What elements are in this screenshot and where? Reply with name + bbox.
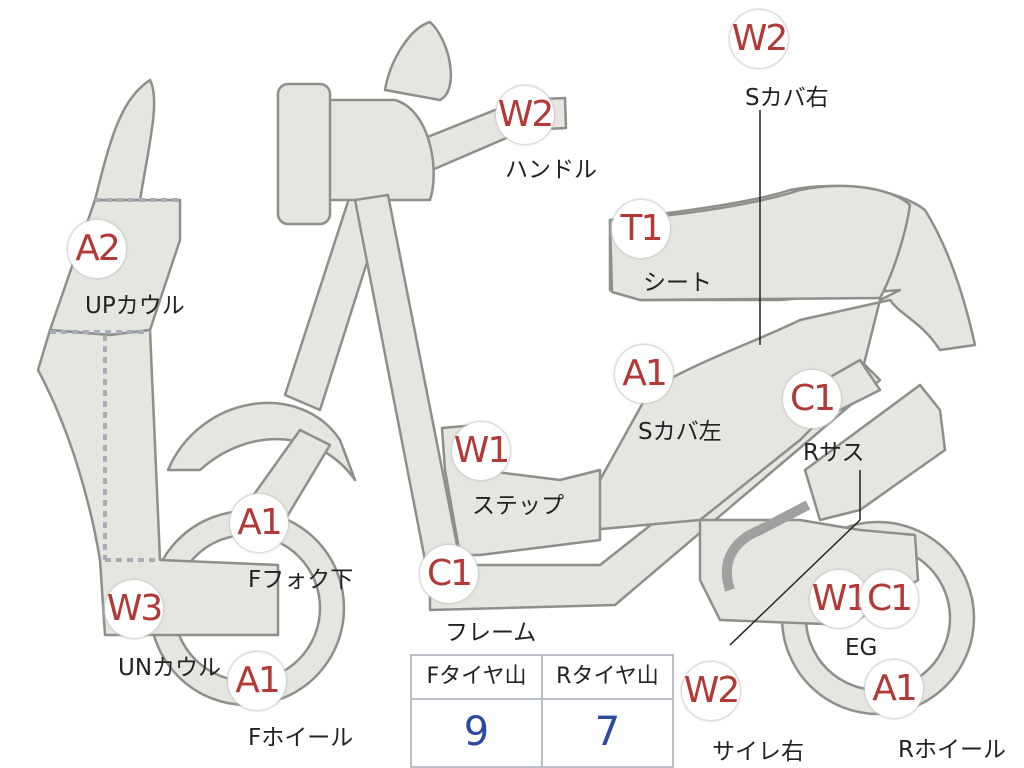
- r-suspension-label: Rサス: [803, 440, 865, 466]
- rear-tire-tread-value: 7: [594, 709, 621, 755]
- f-fork-lower-code-badge: A1: [230, 494, 288, 552]
- frame-downtube-shape: [353, 193, 462, 562]
- muffler-right-label: サイレ右: [712, 739, 804, 765]
- un-cowl-label: UNカウル: [118, 655, 222, 681]
- r-suspension-code-badge: C1: [783, 370, 841, 428]
- windscreen-shape: [383, 20, 453, 102]
- frame-label: フレーム: [445, 620, 537, 646]
- up-cowl-code-badge: A2: [68, 220, 126, 278]
- engine-code-badge-1: W1: [810, 570, 868, 628]
- seat-code-badge: T1: [612, 200, 670, 258]
- r-wheel-code-badge: A1: [865, 660, 923, 718]
- frame-code-badge: C1: [420, 545, 478, 603]
- up-cowl-label: UPカウル: [85, 293, 185, 319]
- step-code-badge: W1: [452, 422, 510, 480]
- f-wheel-label: Fホイール: [248, 725, 354, 751]
- step-label: ステップ: [472, 493, 564, 519]
- s-cover-left-label: Sカバ左: [638, 419, 722, 445]
- front-tire-tread-value: 9: [463, 709, 490, 755]
- engine-label: EG: [845, 635, 878, 661]
- f-wheel-code-badge: A1: [228, 652, 286, 710]
- rear-tire-tread-header: Rタイヤ山: [543, 656, 672, 700]
- s-cover-right-code-badge: W2: [730, 10, 788, 68]
- s-cover-right-label: Sカバ右: [745, 85, 829, 111]
- tire-tread-table: Fタイヤ山 Rタイヤ山 9 7: [410, 654, 674, 768]
- lower-cowl-shape: [36, 328, 280, 637]
- seat-label: シート: [643, 270, 712, 296]
- engine-code-badge-2: C1: [860, 570, 918, 628]
- handle-code-badge: W2: [496, 86, 554, 144]
- front-tire-tread-header: Fタイヤ山: [412, 656, 541, 700]
- un-cowl-code-badge: W3: [105, 580, 163, 638]
- handle-label: ハンドル: [505, 157, 597, 183]
- muffler-right-code-badge: W2: [682, 662, 740, 720]
- front-fender-shape: [166, 401, 357, 482]
- muffler-shape: [803, 383, 947, 522]
- s-cover-left-code-badge: A1: [615, 345, 673, 403]
- r-wheel-label: Rホイール: [898, 737, 1006, 763]
- f-fork-lower-label: Fフォク下: [248, 567, 354, 593]
